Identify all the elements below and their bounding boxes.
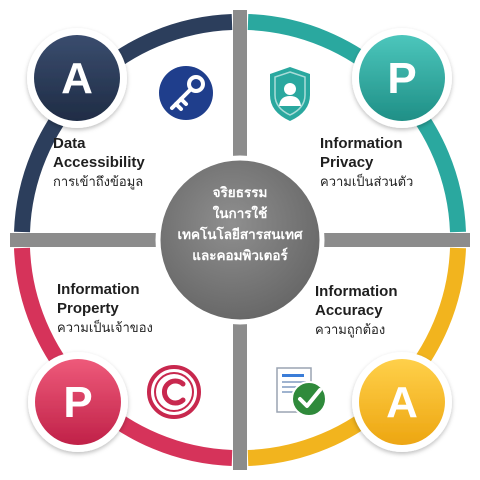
center-line: และคอมพิวเตอร์ [192, 247, 288, 264]
thai-label: ความถูกต้อง [315, 322, 386, 338]
letter-badge-bottom-left [28, 352, 128, 452]
shield-user-icon [270, 67, 310, 121]
document-check-icon [276, 367, 327, 417]
title-line: Accuracy [315, 301, 383, 319]
title-line: Data [53, 135, 86, 152]
letter-top-left: A [61, 54, 93, 103]
letter-badge-bottom-right [352, 352, 452, 452]
quadrant-top-right-label: Information Privacy ความเป็นส่วนตัว [320, 135, 450, 191]
quadrant-bottom-left-label: Information Property ความเป็นเจ้าของ [57, 281, 207, 337]
letter-bottom-right: A [386, 378, 418, 427]
title-line: Information [315, 283, 398, 300]
letter-top-right: P [387, 54, 416, 103]
title-line: Accessibility [53, 153, 145, 171]
center-line: เทคโนโลยีสารสนเทศ [177, 226, 303, 243]
center-line: จริยธรรม [212, 185, 268, 201]
title-line: Information [57, 281, 140, 298]
quadrant-top-left-label: Data Accessibility การเข้าถึงข้อมูล [53, 135, 203, 191]
quadrant-bottom-right-label: Information Accuracy ความถูกต้อง [315, 283, 445, 339]
letter-badge-top-left [27, 28, 127, 128]
letter-badge-top-right [352, 28, 452, 128]
title-line: Privacy [320, 153, 374, 171]
key-icon [159, 66, 213, 120]
thai-label: การเข้าถึงข้อมูล [53, 174, 144, 190]
center-circle [155, 155, 325, 325]
title-line: Information [320, 135, 403, 152]
title-line: Property [57, 299, 119, 317]
thai-label: ความเป็นเจ้าของ [57, 320, 153, 336]
center-title: จริยธรรม ในการใช้ เทคโนโลยีสารสนเทศ และค… [150, 183, 330, 267]
letter-bottom-left: P [63, 378, 92, 427]
center-line: ในการใช้ [212, 205, 268, 222]
copyright-icon [147, 365, 201, 419]
thai-label: ความเป็นส่วนตัว [320, 174, 414, 190]
